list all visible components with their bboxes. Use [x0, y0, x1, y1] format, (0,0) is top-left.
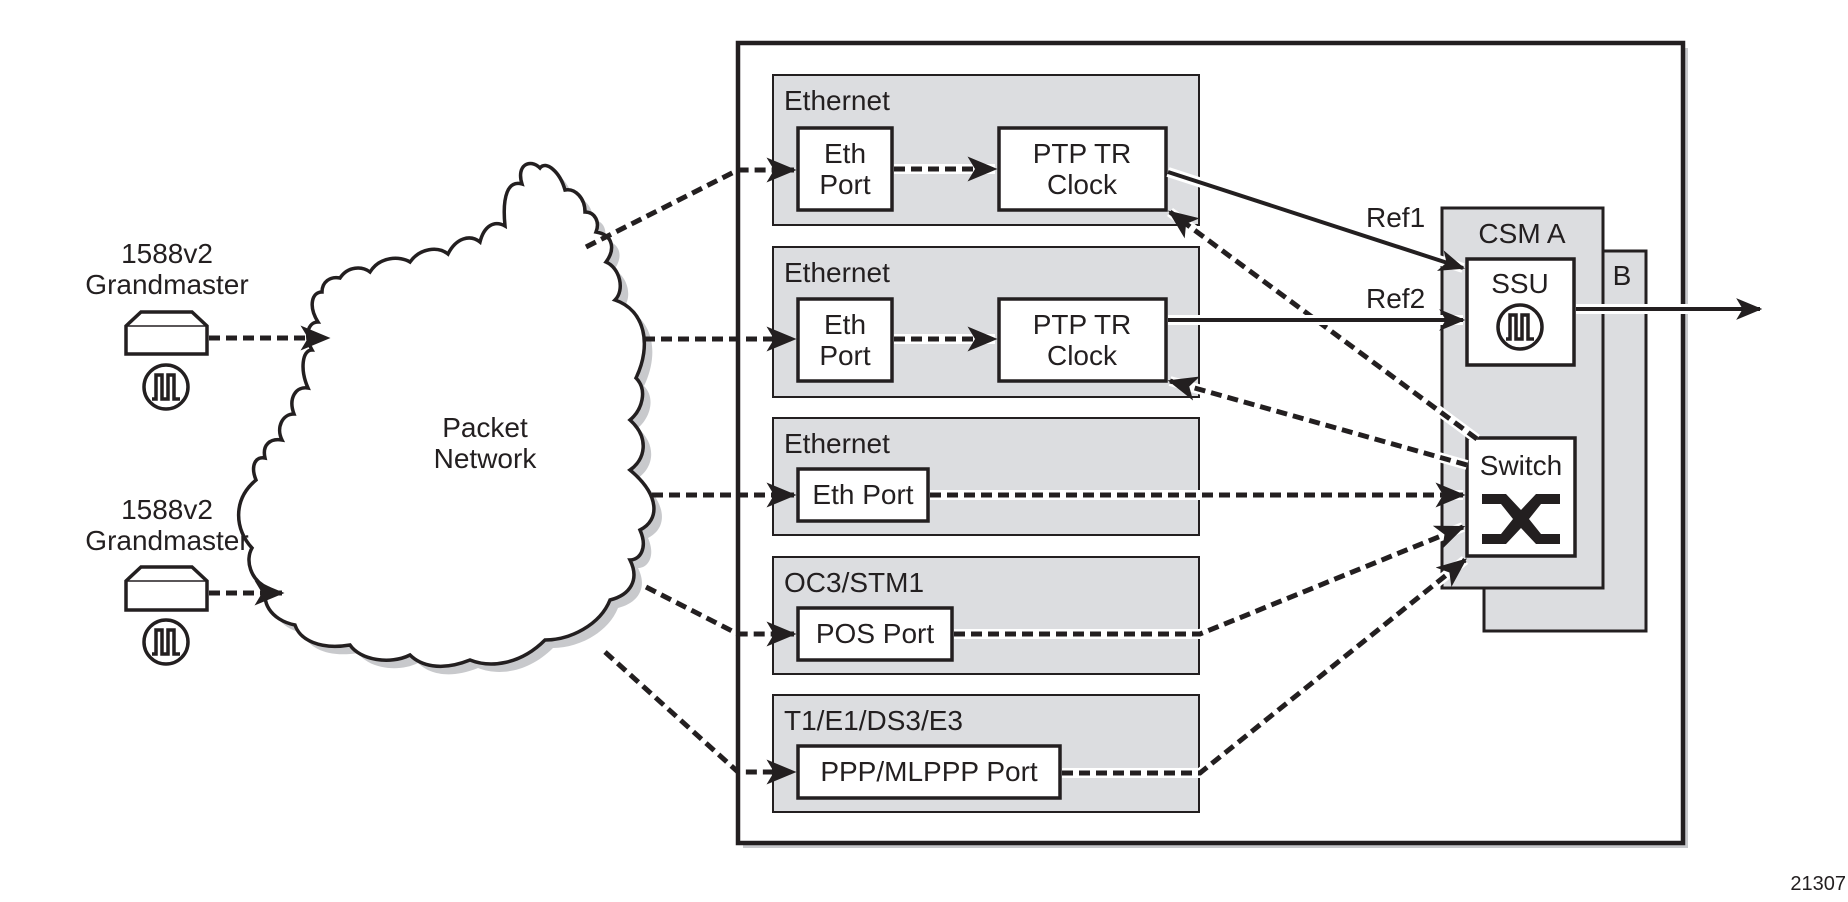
card-title: T1/E1/DS3/E3 — [784, 705, 963, 736]
clock-label: Clock — [1047, 340, 1118, 371]
card-title: Ethernet — [784, 428, 890, 459]
card-ethernet-2: Ethernet Eth Port PTP TR Clock — [772, 246, 1200, 398]
ssu-clock-pulse-icon — [1496, 303, 1544, 351]
crossbar-switch-icon — [1482, 494, 1560, 544]
switch-label: Switch — [1480, 450, 1562, 481]
clock-label: Clock — [1047, 169, 1118, 200]
network-to-pos-port-link — [644, 584, 797, 647]
grandmaster-2: 1588v2 Grandmaster — [85, 494, 249, 666]
ssu-label: SSU — [1491, 268, 1549, 299]
clock-pulse-icon — [142, 363, 190, 411]
switch-to-clock-1-link — [1167, 209, 1479, 442]
grandmaster-label: 1588v2 — [121, 238, 213, 269]
clock-label: PTP TR — [1033, 309, 1132, 340]
network-to-ppp-port-link — [603, 650, 797, 785]
grandmaster-1: 1588v2 Grandmaster — [85, 238, 249, 411]
port-label: POS Port — [816, 618, 934, 649]
card-ethernet-3: Ethernet Eth Port — [772, 417, 1200, 536]
card-ethernet-1: Ethernet Eth Port PTP TR Clock — [772, 74, 1200, 226]
pos-port-to-switch-link — [954, 524, 1466, 637]
cloud-label: Network — [434, 443, 538, 474]
eth-port-box — [796, 126, 894, 212]
grandmaster-label: Grandmaster — [85, 269, 248, 300]
packet-network-cloud: Packet Network — [236, 161, 662, 675]
switch-to-clock-2-link — [1167, 376, 1468, 468]
cloud-outline — [236, 161, 656, 669]
eth-port-box — [796, 467, 930, 523]
card-title: Ethernet — [784, 85, 890, 116]
ref1-label: Ref1 — [1366, 202, 1425, 233]
csm-b-label: B — [1613, 260, 1632, 291]
pos-port-box — [796, 606, 954, 662]
grandmaster-label: 1588v2 — [121, 494, 213, 525]
figure-id: 21307 — [1790, 873, 1846, 895]
card-title: OC3/STM1 — [784, 567, 924, 598]
port-label: Eth — [824, 309, 866, 340]
card-title: Ethernet — [784, 257, 890, 288]
port-label: Port — [819, 340, 871, 371]
csm-a: CSM A SSU Switch — [1440, 206, 1605, 590]
clock-label: PTP TR — [1033, 138, 1132, 169]
grandmaster-device-icon — [124, 565, 209, 612]
network-to-eth-port-1-link — [584, 157, 797, 250]
ptp-clock-box — [997, 126, 1168, 212]
ppp-port-to-switch-link — [1062, 558, 1467, 776]
ppp-mlppp-port-box — [796, 744, 1062, 800]
grandmaster-label: Grandmaster — [85, 525, 248, 556]
port-label: PPP/MLPPP Port — [820, 756, 1038, 787]
ptp-clock-box — [997, 297, 1168, 383]
cloud-label: Packet — [442, 412, 528, 443]
clock-pulse-icon — [142, 618, 190, 666]
card-oc3-stm1: OC3/STM1 POS Port — [772, 556, 1200, 675]
port-label: Eth — [824, 138, 866, 169]
port-label: Eth Port — [812, 479, 913, 510]
grandmaster-device-icon — [124, 310, 209, 356]
ref1-link — [1167, 170, 1466, 271]
card-t1-e1-ds3-e3: T1/E1/DS3/E3 PPP/MLPPP Port — [772, 694, 1200, 813]
port-label: Port — [819, 169, 871, 200]
csm-a-label: CSM A — [1478, 218, 1565, 249]
eth-port-box — [796, 297, 894, 383]
ref2-label: Ref2 — [1366, 283, 1425, 314]
